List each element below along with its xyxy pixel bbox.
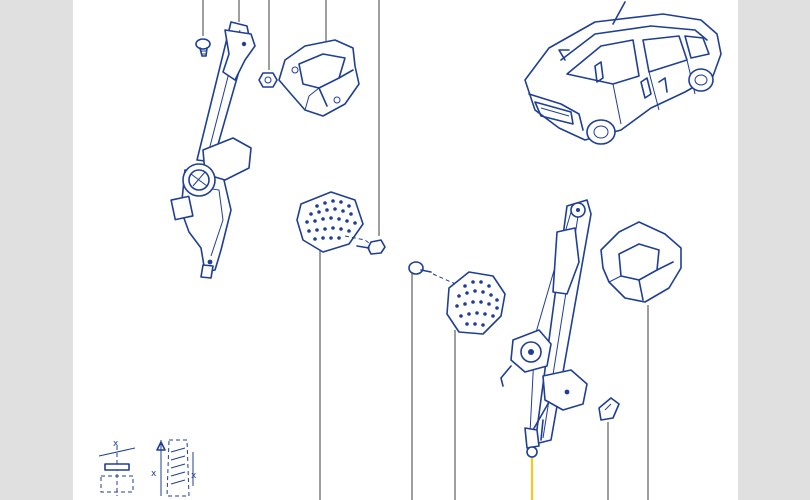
legend-x-mark-1: x (113, 439, 119, 449)
control-module-right[interactable] (446, 271, 506, 335)
clip-right[interactable] (598, 397, 620, 421)
window-regulator-left[interactable] (170, 21, 256, 279)
legend-x-mark-3: x (191, 471, 197, 481)
bolt-middle[interactable] (356, 239, 386, 255)
regulator-cover-left[interactable] (278, 39, 360, 117)
vehicle-locator (524, 1, 722, 145)
parts-diagram: x x x (98, 0, 722, 500)
legend-screw-symbol: x x (151, 439, 197, 497)
leader-lines (202, 0, 649, 500)
legend-x-mark-2: x (151, 469, 157, 479)
nut-top[interactable] (258, 72, 278, 88)
diagram-sheet: x x x (73, 0, 738, 500)
control-module-left[interactable] (296, 191, 374, 253)
regulator-cover-right[interactable] (600, 221, 682, 303)
screw-top-left[interactable] (195, 38, 211, 57)
legend-nut-symbol: x (98, 439, 136, 496)
fastener-legend: x x x (98, 439, 197, 497)
window-regulator-right[interactable] (500, 199, 592, 458)
